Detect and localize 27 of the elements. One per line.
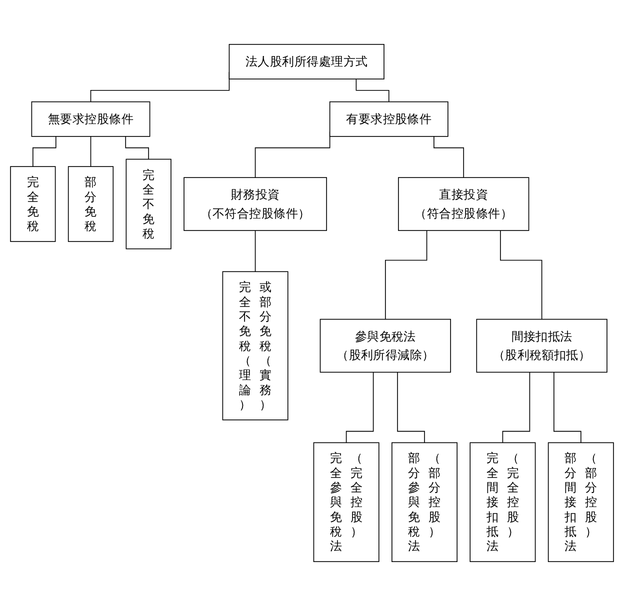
- node-box: 完全不免稅: [126, 158, 172, 250]
- node-box: 無要求控股條件: [31, 101, 150, 137]
- node-box: 完全參與免稅法 （完全控股）: [313, 442, 380, 562]
- node-box: 法人股利所得處理方式: [228, 44, 384, 80]
- node-box: 部分參與免稅法 （部分控股）: [392, 442, 458, 562]
- node-box: 部分間接扣抵法 （部分控股）: [548, 442, 614, 562]
- node-box: 部分免稅: [68, 166, 114, 242]
- connector: [500, 230, 542, 320]
- node-box: 有要求控股條件: [329, 101, 448, 137]
- connector: [385, 230, 428, 320]
- connector: [254, 230, 256, 272]
- connector: [434, 136, 464, 178]
- connector: [356, 78, 390, 102]
- connector: [90, 136, 92, 167]
- node-box: 直接投資 （符合控股條件）: [398, 177, 530, 231]
- connector: [502, 372, 530, 444]
- node-box: 完全不免稅（理論） 或部分免稅（實務）: [222, 271, 288, 420]
- connector: [32, 136, 56, 167]
- node-box: 財務投資 （不符合控股條件）: [184, 177, 327, 231]
- connector: [125, 136, 149, 160]
- connector: [554, 372, 582, 444]
- node-box: 完全免稅: [10, 166, 56, 242]
- connector: [397, 372, 425, 444]
- connector: [346, 372, 374, 444]
- node-box: 參與免稅法 （股利所得減除）: [320, 318, 451, 373]
- node-box: 完全間接扣抵法 （完全控股）: [470, 442, 536, 562]
- node-box: 間接扣抵法 （股利稅額扣抵）: [476, 318, 608, 373]
